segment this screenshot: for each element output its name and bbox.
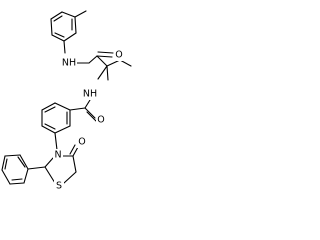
bond [61, 11, 76, 18]
bond [96, 55, 113, 58]
bond [69, 144, 76, 155]
bond [54, 125, 71, 134]
bond [72, 155, 77, 173]
bond [84, 107, 96, 119]
bond [41, 125, 56, 134]
bond [44, 106, 56, 113]
bond [41, 102, 56, 111]
bond [50, 11, 63, 20]
bond [1, 155, 6, 171]
bond [44, 166, 56, 184]
bond [50, 18, 53, 36]
bond [19, 154, 29, 170]
bond [54, 32, 65, 38]
bond [4, 158, 8, 170]
bond [4, 154, 21, 157]
bond [63, 32, 77, 42]
bond [44, 123, 56, 130]
bond [69, 107, 86, 111]
bond [63, 40, 66, 54]
bond [84, 99, 91, 109]
bond [9, 182, 25, 185]
bond [97, 51, 114, 54]
thiazolidine-n: N [54, 150, 61, 161]
bond [23, 168, 29, 184]
bond [54, 132, 58, 151]
amide-nh-top: NH [62, 58, 76, 69]
thiazolidine-o: O [78, 137, 85, 148]
bond [96, 55, 108, 67]
bond [51, 34, 65, 42]
bonds [1, 10, 132, 185]
molecule-drawing: NH O NH O N O S [0, 0, 144, 210]
amide-nh-mid: NH [83, 89, 97, 100]
amide-o-top: O [115, 50, 122, 61]
atom-labels: NH O NH O N O S [53, 49, 124, 192]
bond [72, 146, 79, 157]
bond [74, 16, 77, 34]
bond [74, 10, 87, 18]
thiazolidine-s: S [56, 181, 62, 192]
bond [11, 178, 23, 181]
bond [88, 55, 98, 64]
bond [53, 15, 63, 22]
structure-canvas: NH O NH O N O S [1, 10, 132, 192]
bond [106, 65, 109, 81]
bond [86, 111, 97, 122]
bond [17, 156, 26, 168]
amide-o-mid: O [97, 115, 104, 126]
bond [44, 157, 54, 168]
bond [54, 102, 71, 111]
bond [27, 166, 46, 170]
bond [97, 65, 108, 80]
bond [1, 169, 11, 185]
bond [63, 171, 77, 184]
